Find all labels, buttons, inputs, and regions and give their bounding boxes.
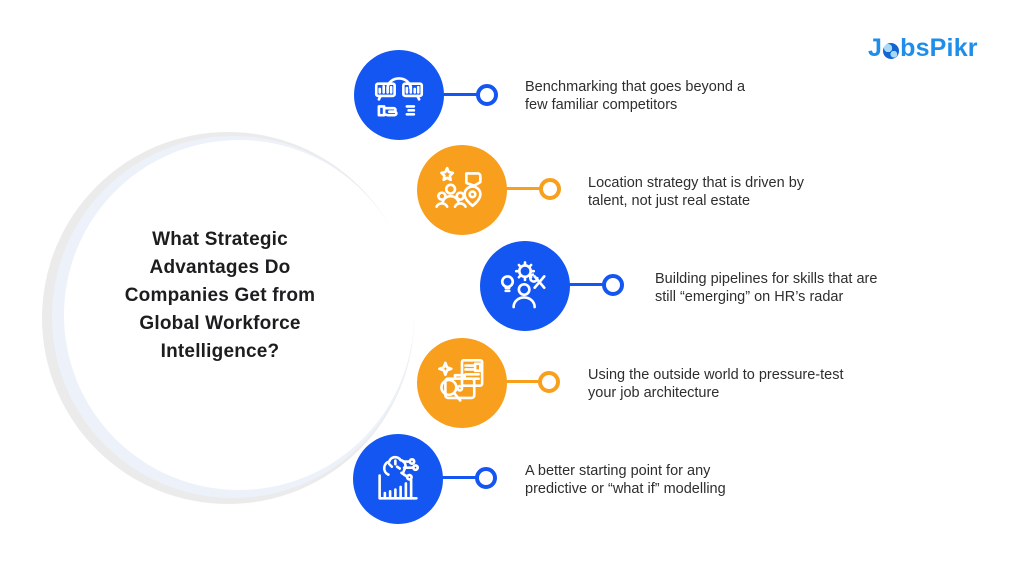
logo-text-rest: bsPikr (900, 34, 978, 62)
crescent-inner-circle (64, 140, 414, 490)
brain-circuit-bar-chart-icon (378, 455, 419, 500)
job-architecture-label: Using the outside world to pressure-test… (588, 367, 844, 401)
title-line: Global Workforce (139, 313, 301, 334)
jobspikr-logo: J bsPikr (868, 34, 978, 63)
skills-person-gear-tools-icon (500, 261, 546, 309)
predictive-modelling-bubble (353, 434, 443, 524)
benchmarking-chart-bubbles-icon (374, 77, 424, 117)
connector-ring (538, 371, 560, 393)
connector-ring (539, 178, 561, 200)
connector-ring (602, 274, 624, 296)
benchmarking-label: Benchmarking that goes beyond a few fami… (525, 79, 746, 113)
benchmarking-bubble (354, 50, 444, 140)
skills-pipeline-bubble (480, 241, 570, 331)
page-title: What Strategic Advantages Do Companies G… (105, 226, 335, 366)
location-strategy-bubble (417, 145, 507, 235)
title-line: Intelligence? (160, 341, 280, 362)
title-line: What Strategic (152, 229, 288, 250)
location-talent-pin-icon (435, 166, 482, 208)
briefcase-search-resume-icon (438, 358, 484, 402)
predictive-modelling-label: A better starting point for any predicti… (525, 463, 726, 497)
connector-ring (475, 467, 497, 489)
globe-icon (883, 42, 900, 59)
connector-ring (476, 84, 498, 106)
skills-pipeline-label: Building pipelines for skills that are s… (655, 271, 878, 305)
location-strategy-label: Location strategy that is driven by tale… (588, 175, 805, 209)
title-line: Companies Get from (124, 285, 316, 306)
logo-text-j: J (868, 34, 883, 62)
job-architecture-bubble (417, 338, 507, 428)
title-line: Advantages Do (149, 257, 291, 278)
